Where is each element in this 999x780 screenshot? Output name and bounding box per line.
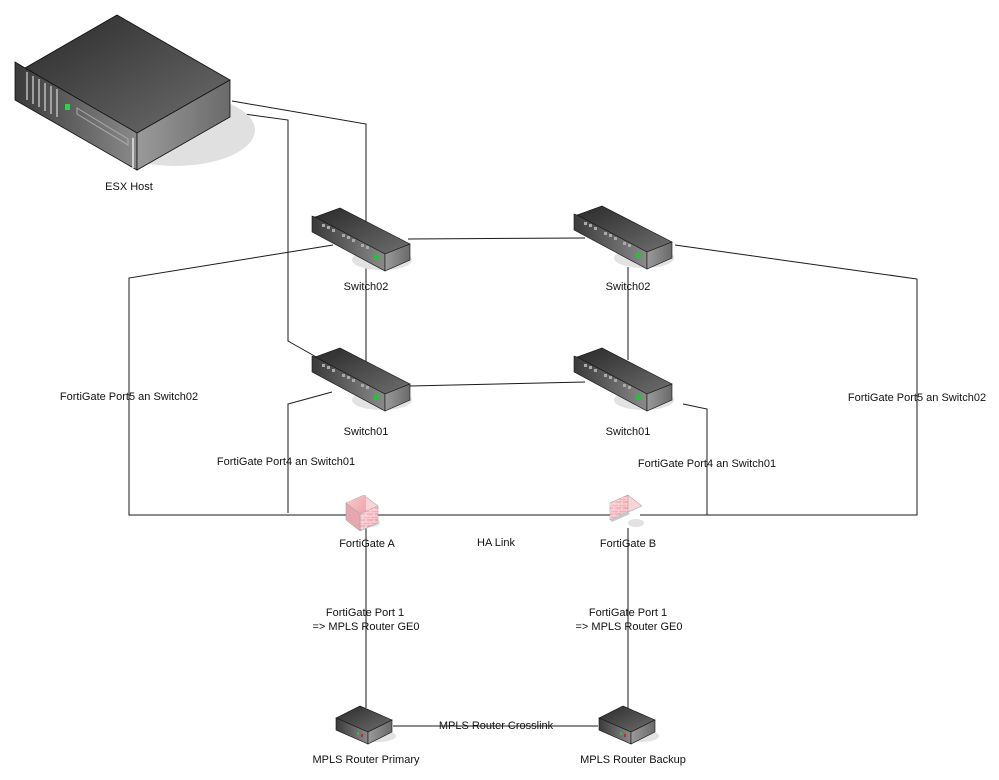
link-port5-right (640, 244, 918, 516)
link-port4-left (287, 391, 333, 513)
esx-host-label: ESX Host (105, 181, 153, 193)
link-port4-right (682, 403, 708, 515)
switch01-a-label: Switch01 (344, 426, 389, 438)
port5-right-label: FortiGate Port5 an Switch02 (848, 392, 986, 404)
crosslink-label: MPLS Router Crosslink (439, 720, 554, 732)
switch-icon (573, 205, 674, 270)
switch02-b-node[interactable]: Switch02 (573, 205, 674, 293)
switch01-a-node[interactable]: Switch01 (311, 347, 412, 438)
links (128, 100, 918, 727)
esx-host-node[interactable]: ESX Host (14, 14, 255, 193)
port5-left-label: FortiGate Port5 an Switch02 (60, 391, 198, 403)
link-esx-switch02 (231, 100, 367, 230)
fortigate-b-label: FortiGate B (600, 538, 656, 550)
router-icon (335, 705, 396, 745)
firewall-icon (609, 494, 644, 527)
switch02-a-label: Switch02 (344, 281, 389, 293)
switch-icon (573, 347, 674, 412)
link-labels: FortiGate Port5 an Switch02 FortiGate Po… (60, 391, 986, 732)
mpls-backup-label: MPLS Router Backup (580, 754, 686, 766)
mpls-backup-node[interactable]: MPLS Router Backup (580, 705, 686, 766)
mpls-primary-node[interactable]: MPLS Router Primary (313, 705, 420, 766)
switch01-b-node[interactable]: Switch01 (573, 347, 674, 438)
fortigate-b-node[interactable]: FortiGate B (600, 494, 656, 550)
fortigate-a-node[interactable]: FortiGate A (339, 494, 395, 550)
mpls-primary-label: MPLS Router Primary (313, 754, 420, 766)
link-switch01-crosslink (409, 381, 586, 387)
port4-left-label: FortiGate Port4 an Switch01 (217, 456, 355, 468)
fortigate-a-label: FortiGate A (339, 538, 395, 550)
firewall-icon (345, 494, 380, 532)
port1-left-label-line2: => MPLS Router GE0 (313, 621, 420, 633)
switch02-a-node[interactable]: Switch02 (311, 207, 412, 293)
port1-left-label-line1: FortiGate Port 1 (326, 607, 404, 619)
switch-icon (311, 347, 412, 412)
link-switch02-crosslink (407, 237, 586, 240)
port1-right-label-line2: => MPLS Router GE0 (576, 621, 683, 633)
server-icon (14, 14, 255, 171)
switch02-b-label: Switch02 (606, 281, 651, 293)
link-esx-switch01 (243, 113, 319, 359)
link-port5-left (128, 244, 348, 516)
switch-icon (311, 207, 412, 272)
router-icon (598, 705, 659, 745)
port1-right-label-line1: FortiGate Port 1 (589, 607, 667, 619)
switch01-b-label: Switch01 (606, 426, 651, 438)
port4-right-label: FortiGate Port4 an Switch01 (638, 458, 776, 470)
ha-link-label: HA Link (477, 537, 515, 549)
